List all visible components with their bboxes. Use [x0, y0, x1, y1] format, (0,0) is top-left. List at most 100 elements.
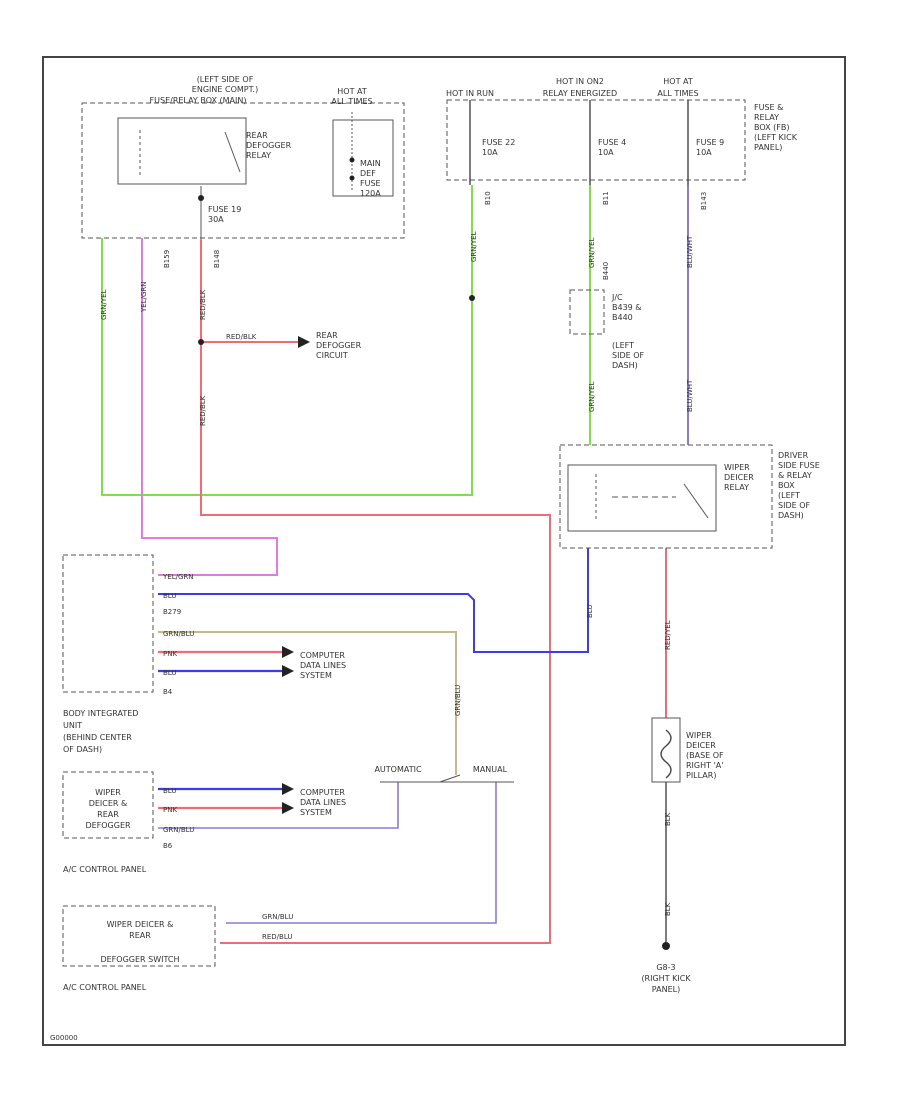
- engine-comp-label-2: ENGINE COMPT.): [192, 85, 258, 94]
- ac1-label-3: REAR: [97, 810, 119, 819]
- wl-blk-2: BLK: [664, 902, 672, 916]
- ac2-label-2: REAR: [129, 931, 151, 940]
- wire-tan: [158, 631, 457, 775]
- wire-lavender: [158, 782, 399, 829]
- ground-label-1: G8-3: [656, 963, 675, 972]
- jc-label-5: SIDE OF: [612, 351, 644, 360]
- rear-defogger-relay-label-3: RELAY: [246, 151, 271, 160]
- wire-lavender-2: [226, 782, 497, 924]
- fuse4-label-1: FUSE 4: [598, 138, 626, 147]
- fuse19-label-2: 30A: [208, 215, 224, 224]
- wl-red-left: RED/BLK: [199, 289, 207, 320]
- wl-red-circuit: RED/BLK: [226, 333, 257, 341]
- ac-control-panel-2: WIPER DEICER & REAR DEFOGGER SWITCH GRN/…: [62, 905, 293, 992]
- wire-green: [101, 185, 473, 496]
- computer-data-lines-1: COMPUTER DATA LINES SYSTEM: [300, 651, 346, 680]
- dsfrb-label-1: DRIVER: [778, 451, 809, 460]
- cdl1-label-3: SYSTEM: [300, 671, 332, 680]
- connector-b143: B143: [700, 192, 708, 210]
- arrow-4: [282, 802, 294, 814]
- wl-green-mid: GRN/YEL: [470, 231, 478, 262]
- biu-title-3: (BEHIND CENTER: [63, 733, 132, 742]
- wl-blue-down: BLU: [586, 605, 594, 618]
- connector-b148: B148: [213, 250, 221, 268]
- rear-defogger-relay-label-1: REAR: [246, 131, 268, 140]
- cdl1-label-1: COMPUTER: [300, 651, 345, 660]
- jc-label-6: DASH): [612, 361, 638, 370]
- cdl2-label-1: COMPUTER: [300, 788, 345, 797]
- ac2-title: A/C CONTROL PANEL: [63, 983, 147, 992]
- dsfrb-label-5: (LEFT: [778, 491, 800, 500]
- switch-automatic: AUTOMATIC: [374, 765, 422, 774]
- connector-b159: B159: [163, 250, 171, 268]
- dsfrb-label-2: SIDE FUSE: [778, 461, 820, 470]
- connector-b10: B10: [484, 191, 492, 205]
- rear-defogger-relay-label-2: DEFOGGER: [246, 141, 292, 150]
- main-fuse-label-1: MAIN: [360, 159, 381, 168]
- computer-data-lines-2: COMPUTER DATA LINES SYSTEM: [300, 788, 346, 817]
- relay-energized-label: RELAY ENERGIZED: [543, 89, 617, 98]
- wl-tan-mid: GRN/BLU: [454, 685, 462, 716]
- connector-labels: B159 B148 B10 B11 B143 B440: [163, 191, 708, 280]
- wiper-deicer-relay-box: [567, 464, 717, 532]
- wiper-deicer: WIPER DEICER (BASE OF RIGHT 'A' PILLAR): [651, 717, 724, 783]
- ac2-label-1: WIPER DEICER &: [107, 920, 174, 929]
- ground-label-2: (RIGHT KICK: [641, 974, 691, 983]
- rear-defogger-relay-box: [117, 117, 247, 185]
- rear-defogger-circuit: REAR DEFOGGER CIRCUIT: [316, 331, 362, 360]
- rdc-label-3: CIRCUIT: [316, 351, 348, 360]
- fuse19-label-1: FUSE 19: [208, 205, 241, 214]
- arrow-5: [298, 336, 310, 348]
- main-def-fuse-box: [332, 119, 394, 197]
- ground-dot: [662, 942, 670, 950]
- hot-in-run-label: HOT IN RUN: [446, 89, 494, 98]
- fb-box-label-2: RELAY: [754, 113, 779, 122]
- arrow-3: [282, 783, 294, 795]
- diagram-code: G00000: [50, 1034, 78, 1042]
- jc-label-2: B439 &: [612, 303, 642, 312]
- switch-manual: MANUAL: [473, 765, 508, 774]
- wd-relay-label-3: RELAY: [724, 483, 749, 492]
- fuse22-label-1: FUSE 22: [482, 138, 515, 147]
- biu-title-2: UNIT: [63, 721, 82, 730]
- ac1-wire-1: BLU: [163, 787, 176, 795]
- jc-label-3: B440: [612, 313, 633, 322]
- fuse22-label-2: 10A: [482, 148, 498, 157]
- connector-b11: B11: [602, 191, 610, 205]
- wd-relay-label-2: DEICER: [724, 473, 754, 482]
- biu-connector: B279: [163, 608, 181, 616]
- hot-in-on2-label: HOT IN ON2: [556, 77, 604, 86]
- fb-fuse-relay-box: HOT IN RUN HOT IN ON2 RELAY ENERGIZED HO…: [446, 77, 798, 185]
- engine-comp-label-1: (LEFT SIDE OF: [197, 75, 254, 84]
- cdl2-label-2: DATA LINES: [300, 798, 346, 807]
- wire-blue: [158, 548, 589, 653]
- wl-green-r2: GRN/YEL: [588, 381, 596, 412]
- dsfrb-label-4: BOX: [778, 481, 795, 490]
- wire-red: [200, 240, 551, 944]
- fuse9-label-1: FUSE 9: [696, 138, 724, 147]
- biu-title-1: BODY INTEGRATED: [63, 709, 138, 718]
- wl-red-right: RED/YEL: [664, 620, 672, 650]
- wiper-deicer-relay-group: WIPER DEICER RELAY DRIVER SIDE FUSE & RE…: [559, 444, 820, 549]
- rdc-label-1: REAR: [316, 331, 338, 340]
- ac2-wire-2: RED/BLU: [262, 933, 293, 941]
- biu-wire-5: BLU: [163, 669, 176, 677]
- engine-fuse-relay-box: (LEFT SIDE OF ENGINE COMPT.) FUSE/RELAY …: [81, 75, 405, 240]
- fb-box-label-4: (LEFT KICK: [754, 133, 798, 142]
- hot-at-all-times-3a: HOT AT: [663, 77, 693, 86]
- dsfrb-label-7: DASH): [778, 511, 804, 520]
- ac1-label-2: DEICER &: [89, 799, 128, 808]
- rdc-label-2: DEFOGGER: [316, 341, 362, 350]
- mode-switch: AUTOMATIC MANUAL: [374, 765, 514, 783]
- ac1-wire-2: PNK: [163, 806, 177, 814]
- ac1-label-1: WIPER: [95, 788, 121, 797]
- fb-box-label-5: PANEL): [754, 143, 782, 152]
- fb-box-label-3: BOX (FB): [754, 123, 790, 132]
- wl-green-left: GRN/YEL: [100, 289, 108, 320]
- ground-point: G8-3 (RIGHT KICK PANEL): [641, 963, 691, 994]
- main-fuse-label-3: FUSE: [360, 179, 381, 188]
- main-fuse-label-4: 120A: [360, 189, 381, 198]
- connector-b440: B440: [602, 262, 610, 280]
- junctions: [198, 157, 670, 950]
- fuse4-label-2: 10A: [598, 148, 614, 157]
